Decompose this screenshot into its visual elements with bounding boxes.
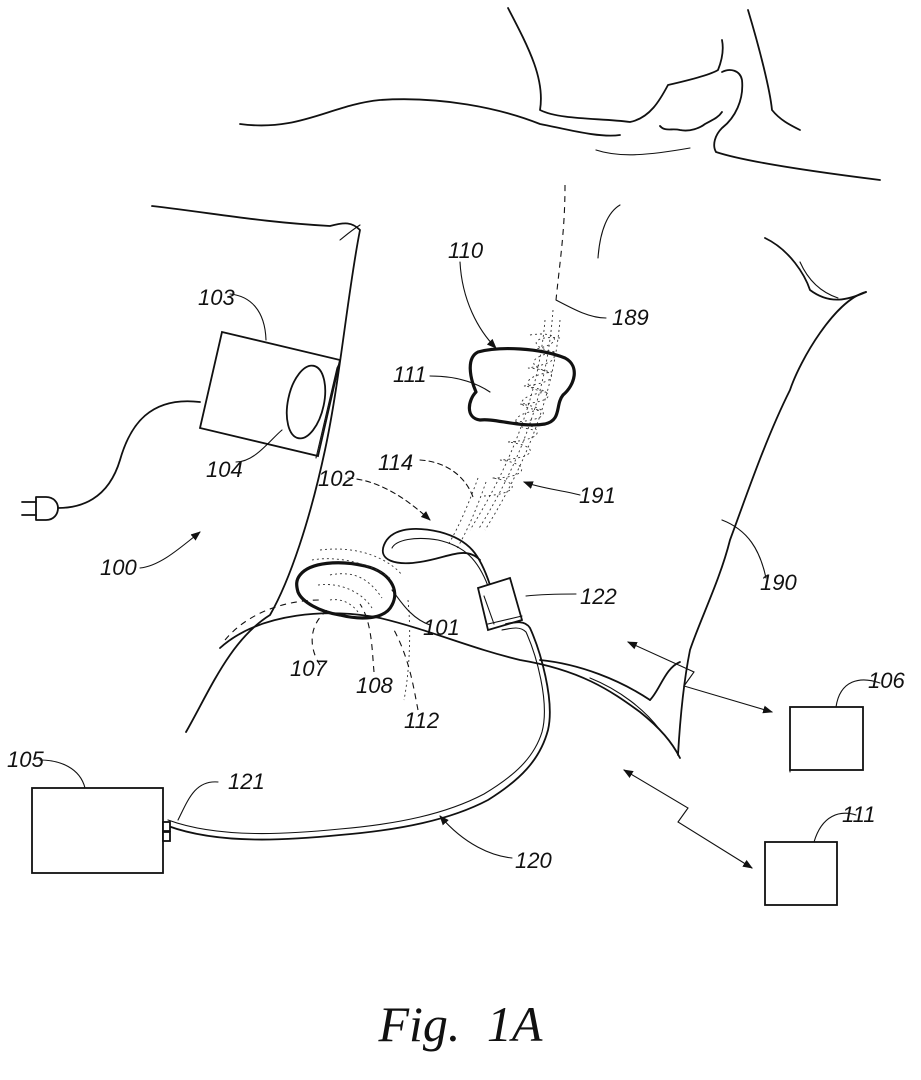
lead-102: [383, 529, 490, 586]
label-104: 104: [206, 457, 243, 482]
external-device-111: [765, 842, 837, 905]
controller-port-121b: [163, 832, 170, 841]
spinal-nerve-coils-191: [484, 334, 560, 496]
power-cord: [58, 401, 200, 508]
label-190: 190: [760, 570, 797, 595]
label-103: 103: [198, 285, 235, 310]
label-114: 114: [378, 450, 413, 475]
wireless-link-106: [628, 642, 772, 712]
label-121: 121: [228, 769, 265, 794]
external-controller-105: [32, 788, 163, 873]
label-189: 189: [612, 305, 649, 330]
label-100: 100: [100, 555, 137, 580]
label-101: 101: [423, 615, 460, 640]
label-191: 191: [579, 483, 616, 508]
label-112: 112: [404, 708, 439, 733]
label-110: 110: [448, 238, 484, 263]
label-122: 122: [580, 584, 617, 609]
lead-114: [448, 478, 486, 550]
controller-port-121: [163, 822, 170, 831]
figure-caption: Fig. 1A: [0, 995, 921, 1053]
label-111-device: 111: [842, 802, 875, 827]
label-120: 120: [515, 848, 552, 873]
reference-labels: 103 104 100 110 111 189 114 102 191 190 …: [7, 238, 905, 873]
patient-head-outline: [240, 8, 880, 180]
label-102: 102: [318, 466, 355, 491]
patient-torso-outline: [152, 185, 866, 758]
label-111-implant: 111: [393, 362, 426, 387]
label-108: 108: [356, 673, 393, 698]
charger-body: [200, 332, 340, 456]
label-105: 105: [7, 747, 44, 772]
external-charger-103: [22, 332, 340, 520]
label-107: 107: [290, 656, 327, 681]
label-106: 106: [868, 668, 905, 693]
implanted-stimulator-110: [469, 349, 574, 425]
power-plug-icon: [22, 497, 58, 520]
external-device-106: [790, 707, 863, 770]
wireless-link-111: [624, 770, 752, 868]
leader-lines: [40, 262, 880, 858]
